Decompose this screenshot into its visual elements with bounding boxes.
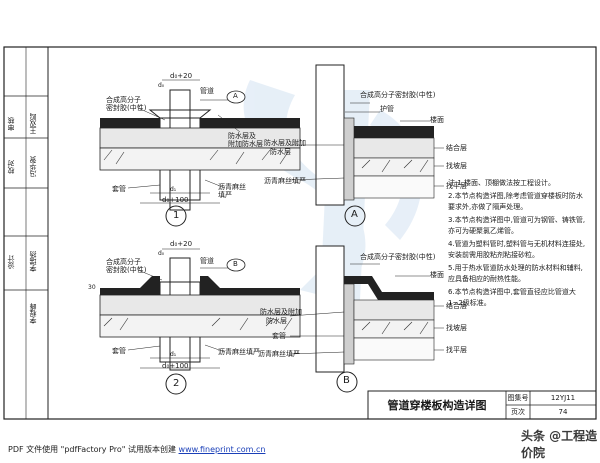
- detail-2-label-sealant: 合成高分子 密封胶(中性): [106, 258, 147, 274]
- detail-1-label-sealant: 合成高分子 密封胶(中性): [106, 96, 147, 112]
- atlas-value: 12YJ11: [550, 394, 576, 402]
- platform-watermark: 头条 @工程造价院: [521, 429, 598, 460]
- note-item: 注:1.楼面、顶棚做法按工程设计。: [448, 179, 556, 187]
- detail-1-dim-bottom-base: d₁: [170, 186, 177, 193]
- detail-a-label-waterproof1: 防水层及附加: [264, 139, 306, 147]
- drawing-title: 管道穿楼板构造详图: [387, 399, 487, 412]
- detail-1-label-asphalt: 沥青麻丝 填严: [218, 183, 246, 199]
- detail-1-dim-top-base: d₀: [158, 82, 165, 89]
- detail-2-dim-top: d₀+20: [170, 240, 193, 248]
- detail-a-label-protect: 护管: [380, 105, 394, 113]
- detail-2-label-asphalt: 沥青麻丝填严: [218, 348, 260, 356]
- footer-link[interactable]: www.fineprint.com.cn: [178, 445, 266, 454]
- detail-a-label-waterproof2: 防水层: [270, 148, 291, 156]
- detail-b-label-sleeve: 套管: [272, 332, 286, 340]
- detail-a-label-leveling: 找平层: [446, 182, 467, 190]
- detail-b-label-waterproof2: 防水层: [266, 317, 287, 325]
- detail-b-label-sealant: 合成高分子密封胶(中性): [360, 253, 436, 261]
- detail-1-dim-bottom: d₀+100: [162, 196, 189, 204]
- detail-1-dim-top: d₀+20: [170, 72, 193, 80]
- detail-2-dim-top-base: d₀: [158, 250, 165, 257]
- detail-a-label-sealant: 合成高分子密封胶(中性): [360, 91, 436, 99]
- detail-1-label-waterproof: 防水层及 附加防水层: [228, 132, 263, 148]
- atlas-label: 图集号: [507, 394, 529, 402]
- notes-block: 注:1.楼面、顶棚做法按工程设计。 2.本节点构造详图,除考虑管道穿楼板时防水要…: [448, 178, 588, 311]
- detail-1-label-sleeve: 套管: [112, 185, 126, 193]
- detail-2-dim-side: 30: [88, 284, 96, 291]
- detail-b-label-leveling: 找平层: [446, 346, 467, 354]
- detail-2-label-pipe: 管道: [200, 257, 214, 265]
- page-value: 74: [558, 408, 568, 416]
- detail-b-letter: B: [343, 375, 350, 386]
- detail-2-dim-bottom: d₀+100: [162, 362, 189, 370]
- detail-b-label-asphalt: 沥青麻丝填严: [258, 350, 300, 358]
- detail-a-letter: A: [351, 209, 358, 220]
- note-item: 3.本节点构造详图中,管道可为钢管、铸铁管,亦可为硬聚氯乙烯管。: [448, 216, 586, 235]
- footer-prefix: PDF 文件使用 "pdfFactory Pro" 试用版本创建: [8, 445, 179, 454]
- detail-a-label-bond: 结合层: [446, 144, 467, 152]
- detail-b-label-floor: 楼面: [430, 271, 444, 279]
- note-item: 6.本节点构造详图中,套管直径应比管道大1~2级标准。: [448, 288, 576, 307]
- detail-b-label-bond: 结合层: [446, 302, 467, 310]
- detail-1-callout: A: [233, 92, 238, 100]
- detail-a-label-asphalt: 沥青麻丝填严: [264, 177, 306, 185]
- page-label: 页次: [511, 408, 525, 416]
- detail-2-number: 2: [173, 378, 180, 389]
- note-item: 4.管道为塑料管时,塑料管与无机材料连接处,安装前需用胶粘剂粘接砂粒。: [448, 240, 586, 259]
- detail-1-label-pipe: 管道: [200, 87, 214, 95]
- note-item: 2.本节点构造详图,除考虑管道穿楼板时防水要求外,亦做了隔声处理。: [448, 192, 583, 211]
- title-block: 管道穿楼板构造详图 图集号 12YJ11 页次 74: [368, 391, 595, 419]
- detail-a-label-floor: 楼面: [430, 116, 444, 124]
- detail-1-number: 1: [173, 210, 180, 221]
- detail-b-label-waterproof1: 防水层及附加: [260, 308, 302, 316]
- detail-2-label-sleeve: 套管: [112, 347, 126, 355]
- pdf-footer: PDF 文件使用 "pdfFactory Pro" 试用版本创建 www.fin…: [8, 444, 265, 455]
- detail-2-dim-bottom-base: d₁: [170, 351, 177, 358]
- detail-b-label-filler: 找坡层: [446, 324, 467, 332]
- detail-a-label-filler: 找坡层: [446, 162, 467, 170]
- note-item: 5.用于热水管道防水处理的防水材料和辅料,应具备相应的耐热性能。: [448, 264, 583, 283]
- detail-2-callout: B: [233, 260, 238, 268]
